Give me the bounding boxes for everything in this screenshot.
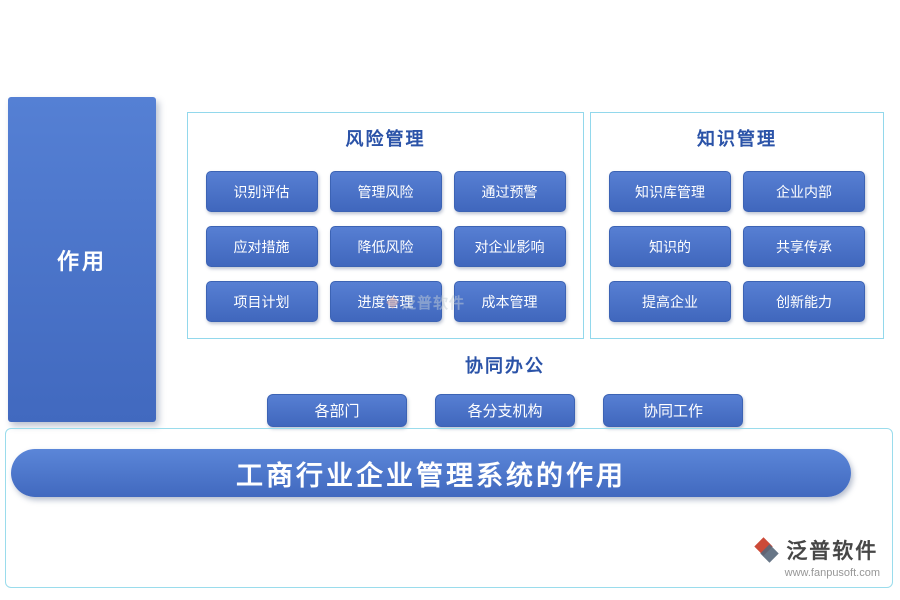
risk-item-button[interactable]: 进度管理 [329, 281, 442, 322]
banner-title-text: 工商行业企业管理系统的作用 [236, 460, 626, 491]
risk-section-title: 风险管理 [345, 129, 426, 149]
title-banner: 工商行业企业管理系统的作用 [11, 449, 851, 497]
collaborative-office-section: 协同办公 各部门 各分支机构 协同工作 [160, 352, 850, 427]
risk-item-button[interactable]: 通过预警 [453, 171, 566, 212]
knowledge-item-button[interactable]: 创新能力 [743, 281, 865, 322]
collab-item-button[interactable]: 各分支机构 [435, 394, 575, 427]
knowledge-item-button[interactable]: 知识的 [609, 226, 731, 267]
knowledge-item-button[interactable]: 提高企业 [609, 281, 731, 322]
risk-item-button[interactable]: 降低风险 [329, 226, 442, 267]
collab-item-button[interactable]: 协同工作 [603, 394, 743, 427]
fanpu-brand-logo: 泛普软件 www.fanpusoft.com [753, 535, 880, 579]
knowledge-button-grid: 知识库管理 企业内部 知识的 共享传承 提高企业 创新能力 [591, 171, 883, 322]
fanpu-logo-url[interactable]: www.fanpusoft.com [784, 567, 880, 579]
side-panel-label: 作用 [56, 248, 107, 274]
side-panel-role: 作用 [8, 97, 156, 422]
fanpu-logo-text-block: 泛普软件 www.fanpusoft.com [785, 535, 880, 579]
collab-button-row: 各部门 各分支机构 协同工作 [160, 394, 850, 427]
collab-section-title: 协同办公 [465, 356, 545, 376]
knowledge-item-button[interactable]: 共享传承 [743, 226, 865, 267]
risk-item-button[interactable]: 成本管理 [453, 281, 566, 322]
knowledge-section-title: 知识管理 [697, 129, 777, 149]
bottom-frame: 工商行业企业管理系统的作用 泛普软件 www.fanpusoft.com [5, 428, 893, 588]
fanpu-logo-icon [753, 537, 780, 564]
risk-item-button[interactable]: 识别评估 [205, 171, 318, 212]
knowledge-item-button[interactable]: 知识库管理 [609, 171, 731, 212]
risk-item-button[interactable]: 应对措施 [205, 226, 318, 267]
collab-item-button[interactable]: 各部门 [267, 394, 407, 427]
knowledge-management-section: 知识管理 知识库管理 企业内部 知识的 共享传承 提高企业 创新能力 [590, 112, 884, 339]
risk-button-grid: 识别评估 管理风险 通过预警 应对措施 降低风险 对企业影响 项目计划 进度管理… [188, 171, 583, 322]
risk-item-button[interactable]: 项目计划 [205, 281, 318, 322]
risk-item-button[interactable]: 对企业影响 [453, 226, 566, 267]
fanpu-logo-name: 泛普软件 [786, 539, 879, 563]
knowledge-item-button[interactable]: 企业内部 [743, 171, 865, 212]
risk-management-section: 风险管理 识别评估 管理风险 通过预警 应对措施 降低风险 对企业影响 项目计划… [187, 112, 584, 339]
risk-item-button[interactable]: 管理风险 [329, 171, 442, 212]
